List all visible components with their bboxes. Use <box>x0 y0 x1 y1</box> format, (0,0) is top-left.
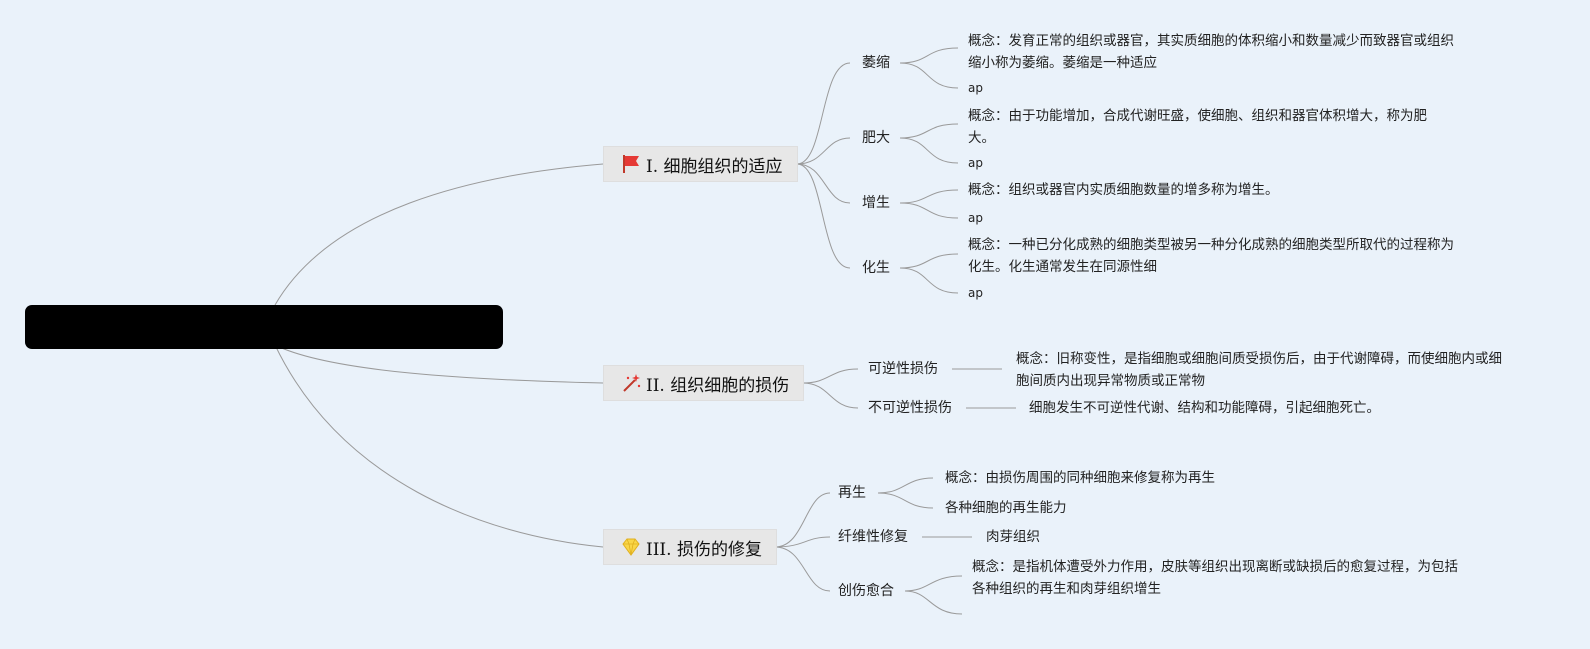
subtopic-wound-healing[interactable]: 创伤愈合 <box>838 583 894 599</box>
leaf-ap[interactable]: ap <box>968 156 983 170</box>
concept-atrophy[interactable]: 概念：发育正常的组织或器官，其实质细胞的体积缩小和数量减少而致器官或组织缩小称为… <box>968 33 1454 71</box>
concept-metaplasia[interactable]: 概念：一种已分化成熟的细胞类型被另一种分化成熟的细胞类型所取代的过程称为化生。化… <box>968 237 1454 275</box>
subtopic-atrophy[interactable]: 萎缩 <box>862 55 890 71</box>
concept-hypertrophy[interactable]: 概念：由于功能增加，合成代谢旺盛，使细胞、组织和器官体积增大，称为肥大。 <box>968 108 1427 146</box>
main-topic-label: I. 细胞组织的适应 <box>646 156 783 177</box>
diamond-icon <box>620 536 642 558</box>
subtopic-hyperplasia[interactable]: 增生 <box>862 195 890 211</box>
leaf-ap[interactable]: ap <box>968 211 983 225</box>
concept-reversible-injury[interactable]: 概念：旧称变性，是指细胞或细胞间质受损伤后，由于代谢障碍，而使细胞内或细胞间质内… <box>1016 351 1502 389</box>
connector-root-b1 <box>274 163 604 306</box>
concept-hyperplasia[interactable]: 概念：组织或器官内实质细胞数量的增多称为增生。 <box>968 182 1279 198</box>
main-topic-adaptation[interactable]: I. 细胞组织的适应 <box>603 146 798 182</box>
main-topic-label: III. 损伤的修复 <box>646 539 762 560</box>
subtopic-fibrous-repair[interactable]: 纤维性修复 <box>838 529 908 545</box>
subtopic-metaplasia[interactable]: 化生 <box>862 260 890 276</box>
root-topic[interactable] <box>25 305 503 349</box>
concept-regeneration[interactable]: 概念：由损伤周围的同种细胞来修复称为再生 <box>945 470 1215 486</box>
leaf-ap[interactable]: ap <box>968 81 983 95</box>
connector-root-b3 <box>274 344 604 548</box>
leaf-regeneration-ability[interactable]: 各种细胞的再生能力 <box>945 500 1067 516</box>
connector-root-b2 <box>274 344 604 384</box>
leaf-granulation-tissue[interactable]: 肉芽组织 <box>986 529 1040 545</box>
subtopic-regeneration[interactable]: 再生 <box>838 485 866 501</box>
leaf-ap[interactable]: ap <box>968 286 983 300</box>
subtopic-irreversible-injury[interactable]: 不可逆性损伤 <box>868 400 952 416</box>
main-topic-injury[interactable]: II. 组织细胞的损伤 <box>603 365 805 401</box>
red-flag-icon <box>620 153 642 175</box>
subtopic-reversible-injury[interactable]: 可逆性损伤 <box>868 361 938 377</box>
main-topic-label: II. 组织细胞的损伤 <box>646 375 790 396</box>
magic-wand-icon <box>620 372 642 394</box>
subtopic-hypertrophy[interactable]: 肥大 <box>862 130 890 146</box>
concept-wound-healing[interactable]: 概念：是指机体遭受外力作用，皮肤等组织出现离断或缺损后的愈复过程，为包括各种组织… <box>972 559 1458 597</box>
main-topic-repair[interactable]: III. 损伤的修复 <box>603 529 777 565</box>
concept-irreversible-injury[interactable]: 细胞发生不可逆性代谢、结构和功能障碍，引起细胞死亡。 <box>1029 400 1380 416</box>
